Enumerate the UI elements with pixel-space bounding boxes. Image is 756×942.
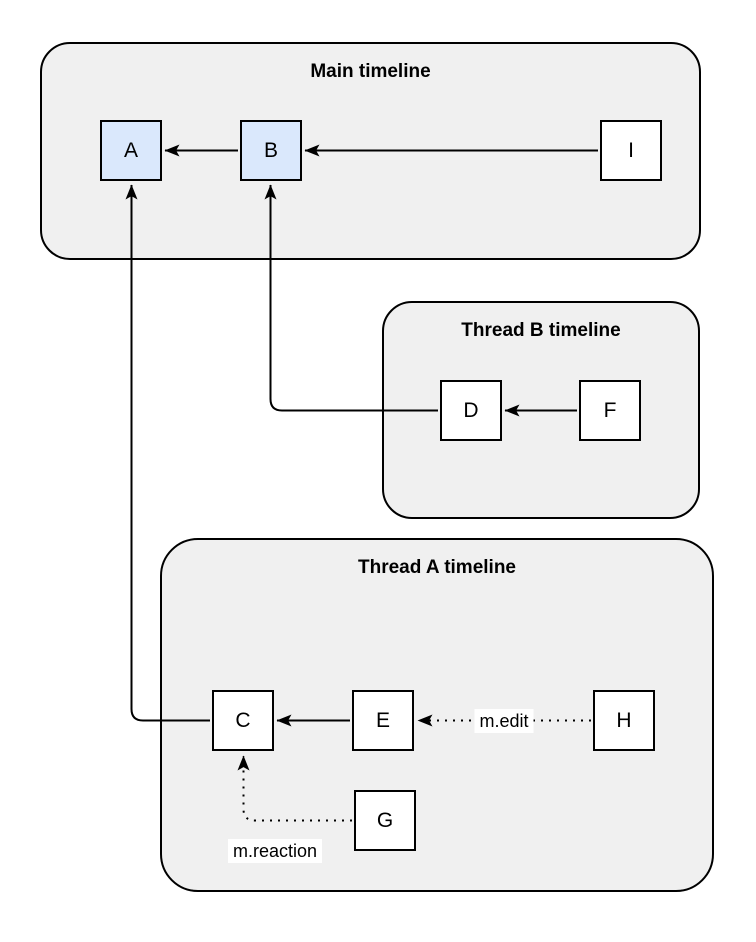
event-node-f: F bbox=[579, 380, 641, 441]
event-node-a: A bbox=[100, 120, 162, 181]
event-node-g: G bbox=[354, 790, 416, 851]
container-thread-b-timeline: Thread B timeline bbox=[382, 301, 700, 519]
container-title: Thread B timeline bbox=[461, 320, 621, 341]
container-title: Thread A timeline bbox=[357, 557, 516, 578]
event-node-b: B bbox=[240, 120, 302, 181]
event-node-i: I bbox=[600, 120, 662, 181]
container-title: Main timeline bbox=[310, 61, 431, 82]
event-node-e: E bbox=[352, 690, 414, 751]
event-node-h: H bbox=[593, 690, 655, 751]
edge-label-m-reaction: m.reaction bbox=[227, 839, 323, 863]
edge-label-m-edit: m.edit bbox=[474, 709, 534, 733]
event-node-c: C bbox=[212, 690, 274, 751]
event-node-d: D bbox=[440, 380, 502, 441]
